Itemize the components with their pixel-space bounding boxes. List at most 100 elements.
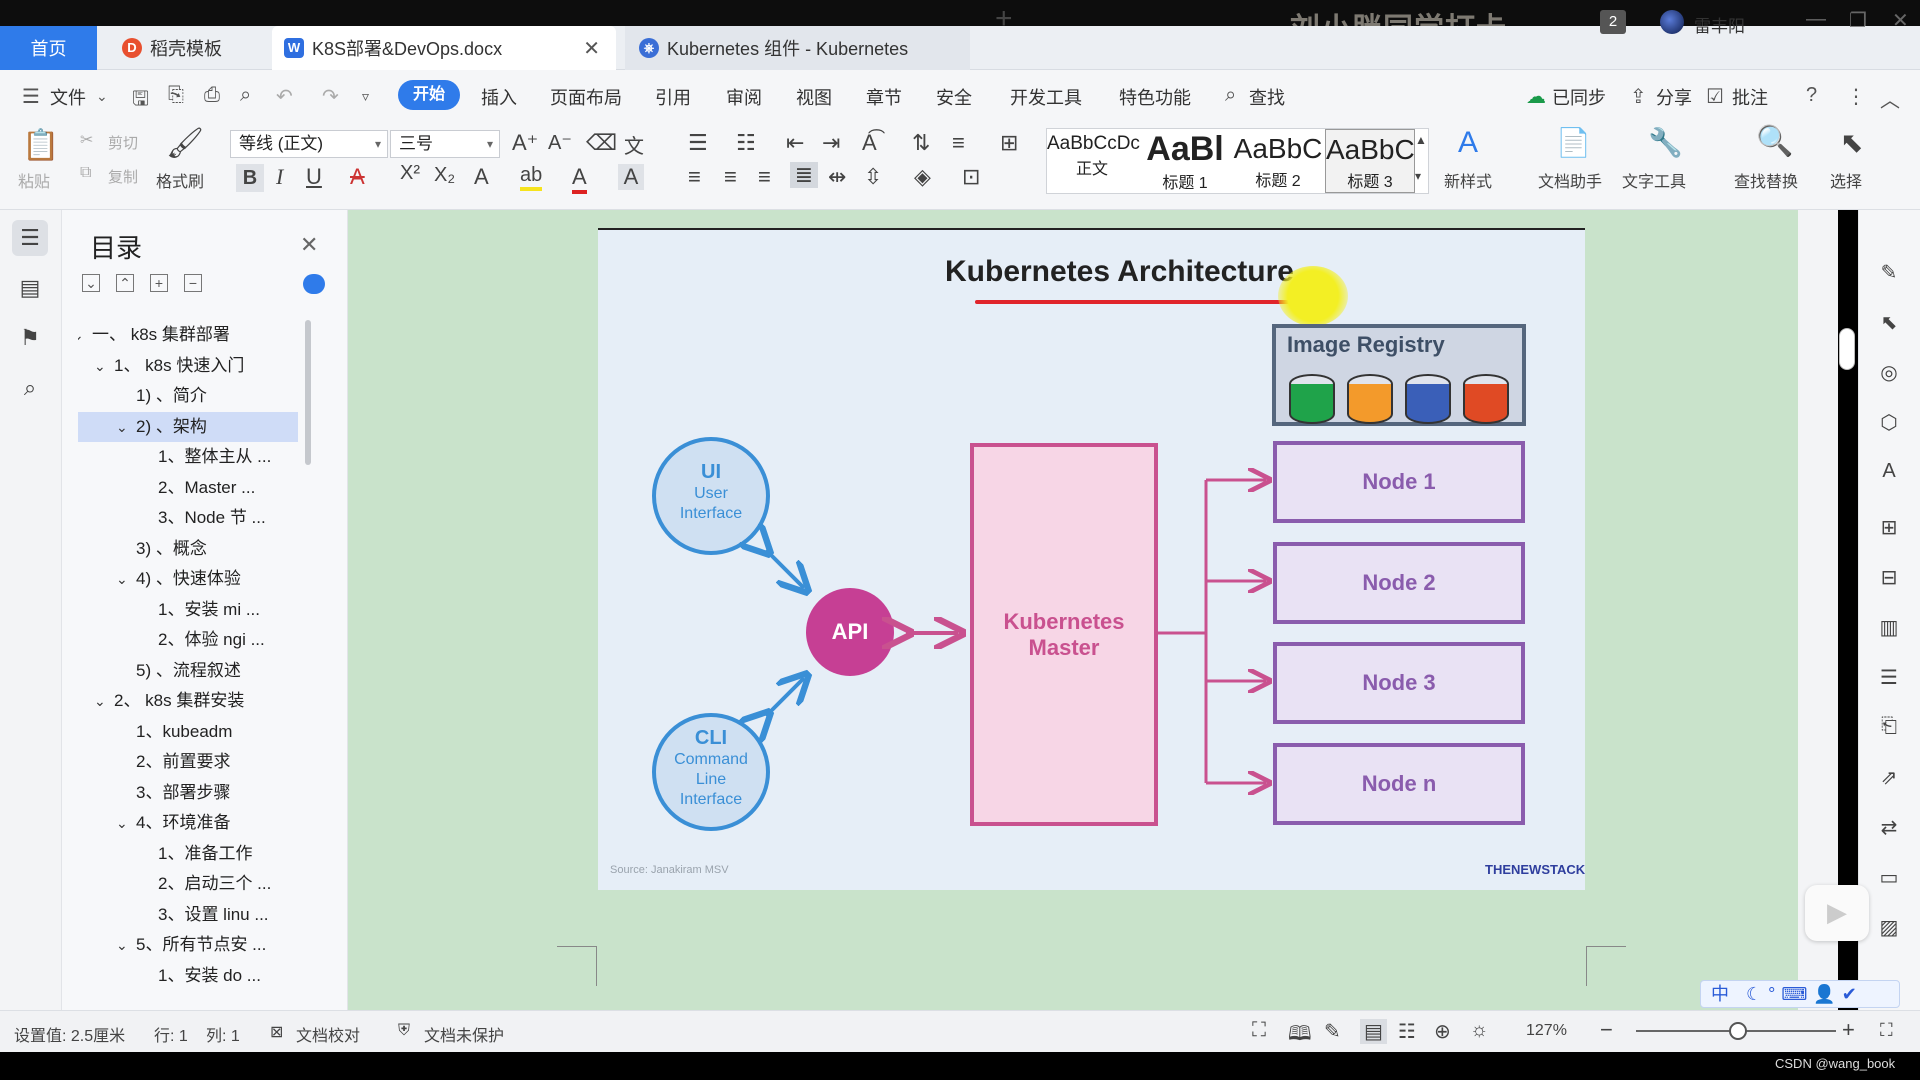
doc-assistant-icon[interactable]: 📄: [1556, 127, 1591, 158]
menu-file[interactable]: 文件: [50, 88, 86, 108]
menu-section[interactable]: 章节: [866, 88, 902, 108]
comment-icon[interactable]: ☑: [1706, 86, 1724, 108]
backup-icon[interactable]: ⎗: [1881, 715, 1897, 737]
table-icon[interactable]: ⊞: [1880, 517, 1898, 539]
help-icon[interactable]: ?: [1806, 84, 1818, 106]
pen-icon[interactable]: ✎: [1880, 262, 1898, 284]
cursor-icon[interactable]: ⬉: [1880, 312, 1898, 334]
clear-format-icon[interactable]: ⌫: [586, 130, 618, 155]
find-panel-icon[interactable]: ⌕: [23, 375, 37, 400]
paste-button[interactable]: 粘贴: [18, 174, 51, 191]
increase-indent-icon[interactable]: ⇥: [822, 130, 841, 155]
menu-review[interactable]: 审阅: [726, 88, 762, 108]
zoom-slider-handle[interactable]: [1729, 1022, 1747, 1040]
font-color-icon[interactable]: A: [572, 164, 587, 194]
numbered-list-icon[interactable]: ☷: [736, 130, 756, 155]
restore-icon[interactable]: ❐: [1849, 10, 1867, 32]
ime-toolbar[interactable]: 中 ☾°⌨👤✔: [1700, 980, 1900, 1008]
comment-button[interactable]: 批注: [1732, 88, 1768, 108]
text-effect-icon[interactable]: A: [474, 164, 489, 189]
translate-icon[interactable]: ⇄: [1880, 817, 1898, 839]
highlight-icon[interactable]: ab: [520, 164, 543, 191]
format-painter-icon[interactable]: 🖌: [166, 127, 205, 160]
toc-item[interactable]: ⌄1、 k8s 快速入门: [78, 351, 298, 381]
styles-scroll-up-icon[interactable]: ▲: [1415, 133, 1427, 147]
sync-icon[interactable]: ☁: [1526, 86, 1546, 108]
style-heading-1[interactable]: AaBl 标题 1: [1139, 129, 1231, 193]
toc-item[interactable]: 2、前置要求: [78, 747, 298, 777]
strikethrough-button[interactable]: A: [350, 164, 365, 189]
toc-item[interactable]: 3) 、概念: [78, 534, 298, 564]
close-tab-icon[interactable]: ✕: [583, 37, 600, 60]
doc-assistant-button[interactable]: 文档助手: [1538, 174, 1603, 191]
zoom-in-icon[interactable]: +: [1842, 1017, 1855, 1042]
toc-item[interactable]: 2、Master ...: [78, 473, 298, 503]
shading-icon[interactable]: ◈: [914, 164, 931, 189]
text-tools-button[interactable]: 文字工具: [1622, 174, 1687, 191]
toc-item[interactable]: ⌄2、 k8s 集群安装: [78, 686, 298, 716]
avatar[interactable]: [1660, 10, 1684, 34]
redo-icon[interactable]: ↷: [322, 86, 339, 108]
add-heading-icon[interactable]: +: [150, 274, 168, 292]
proofread-button[interactable]: 文档校对: [296, 1028, 361, 1045]
bookmark-icon[interactable]: ⚑: [20, 325, 40, 350]
select-button[interactable]: 选择: [1830, 174, 1863, 191]
status-setting[interactable]: 设置值: 2.5厘米: [14, 1028, 126, 1045]
share-doc-icon[interactable]: ⇗: [1880, 767, 1898, 789]
text-direction-icon[interactable]: A͡: [862, 130, 877, 155]
archive-icon[interactable]: ▭: [1879, 867, 1899, 889]
toc-item[interactable]: 1、准备工作: [78, 839, 298, 869]
document-scroll-track[interactable]: [1798, 210, 1838, 1010]
new-tab-icon[interactable]: +: [995, 2, 1013, 35]
sync-status[interactable]: 已同步: [1552, 88, 1606, 108]
toc-item[interactable]: 1、安装 mi ...: [78, 595, 298, 625]
font-name-select[interactable]: 等线 (正文)▾: [230, 130, 388, 158]
shape-icon[interactable]: ⬡: [1880, 412, 1898, 434]
font-size-select[interactable]: 三号▾: [390, 130, 500, 158]
page-view-icon[interactable]: ▤: [1360, 1019, 1387, 1044]
toc-item[interactable]: 1) 、简介: [78, 381, 298, 411]
zoom-level[interactable]: 127%: [1526, 1022, 1567, 1039]
share-button[interactable]: 分享: [1656, 88, 1692, 108]
toc-item[interactable]: ⌄4) 、快速体验: [78, 564, 298, 594]
shield-icon[interactable]: ⛨: [398, 1022, 411, 1039]
chart-icon[interactable]: ▥: [1879, 617, 1899, 639]
collapse-all-icon[interactable]: ⌄: [82, 274, 100, 292]
edit-mode-icon[interactable]: ✎: [1324, 1021, 1341, 1043]
grow-font-icon[interactable]: A⁺: [512, 130, 539, 155]
save-icon[interactable]: 🖫: [132, 88, 150, 110]
decrease-indent-icon[interactable]: ⇤: [786, 130, 805, 155]
justify-icon[interactable]: ≣: [790, 162, 818, 188]
fullscreen-icon[interactable]: ⛶: [1252, 1019, 1266, 1041]
menu-features[interactable]: 特色功能: [1119, 88, 1191, 108]
menu-search[interactable]: 查找: [1249, 88, 1285, 108]
chevron-down-icon[interactable]: ⌄: [94, 357, 106, 374]
table-grid-icon[interactable]: ⊞: [1000, 130, 1019, 155]
print-icon[interactable]: ⎙: [204, 84, 220, 106]
user-name[interactable]: 雷丰阳: [1694, 17, 1745, 36]
zoom-out-icon[interactable]: −: [1600, 1017, 1613, 1042]
fit-page-icon[interactable]: ⛶: [1880, 1020, 1893, 1040]
toc-item[interactable]: ⌄4、环境准备: [78, 808, 298, 838]
search-icon[interactable]: ⌕: [1225, 84, 1237, 106]
char-shading-icon[interactable]: A: [618, 164, 644, 190]
find-replace-button[interactable]: 查找替换: [1734, 174, 1799, 191]
hamburger-icon[interactable]: ☰: [22, 86, 40, 108]
export-icon[interactable]: ⎘: [168, 84, 184, 106]
toc-item[interactable]: 1、kubeadm: [78, 717, 298, 747]
toc-item[interactable]: 3、Node 节 ...: [78, 503, 298, 533]
menu-start[interactable]: 开始: [398, 80, 460, 110]
toc-item[interactable]: 1、安装 do ...: [78, 961, 298, 991]
underline-button[interactable]: U: [306, 164, 322, 189]
close-icon[interactable]: ✕: [300, 232, 319, 257]
tab-template[interactable]: D 稻壳模板: [110, 26, 265, 70]
paragraph-spacing-icon[interactable]: ⇳: [864, 164, 883, 189]
apps-icon[interactable]: ⊟: [1880, 567, 1898, 589]
font-icon[interactable]: A: [1882, 460, 1896, 482]
align-left-icon[interactable]: ≡: [688, 164, 701, 189]
style-heading-2[interactable]: AaBbC 标题 2: [1233, 129, 1323, 193]
border-icon[interactable]: ⊡: [962, 164, 981, 189]
toc-item[interactable]: 1、整体主从 ...: [78, 442, 298, 472]
chevron-down-icon[interactable]: ⌄: [96, 88, 108, 104]
paste-icon[interactable]: 📋: [22, 129, 60, 162]
